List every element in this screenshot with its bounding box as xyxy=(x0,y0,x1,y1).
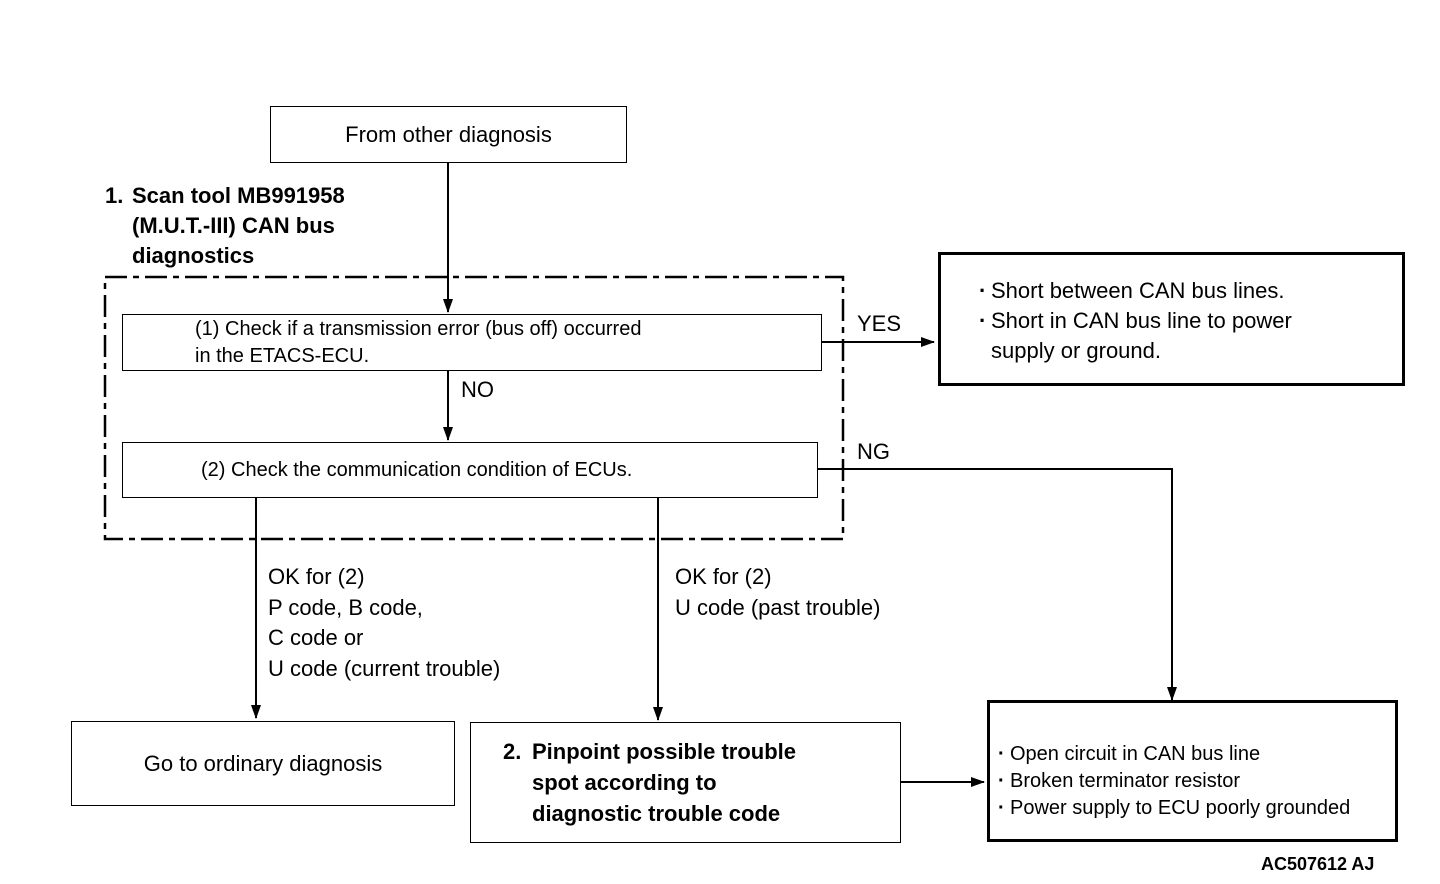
ok-mid-line: U code (past trouble) xyxy=(675,594,881,620)
ng-result-item: Power supply to ECU poorly grounded xyxy=(998,795,1395,822)
check1-line-1: (1) Check if a transmission error (bus o… xyxy=(195,317,642,340)
ok-mid-label: OK for (2) U code (past trouble) xyxy=(675,562,880,623)
yes-result-box: Short between CAN bus lines. Short in CA… xyxy=(938,252,1405,386)
arrow-ng xyxy=(818,468,1177,701)
ordinary-diagnosis-box: Go to ordinary diagnosis xyxy=(71,721,455,806)
yes-result-item: Short in CAN bus line to power xyxy=(979,306,1402,336)
step2-line-2: spot according to xyxy=(532,770,717,795)
check1-line-2: in the ETACS-ECU. xyxy=(195,344,370,367)
ng-result-box: Open circuit in CAN bus line Broken term… xyxy=(987,700,1398,842)
step1-line-3: diagnostics xyxy=(132,243,255,268)
step2-line-1: Pinpoint possible trouble xyxy=(532,739,796,764)
ok-left-line: C code or xyxy=(268,625,364,650)
ordinary-diagnosis-text: Go to ordinary diagnosis xyxy=(143,750,383,776)
yes-label: YES xyxy=(857,311,902,336)
ok-left-line: U code (current trouble) xyxy=(268,655,501,681)
step1-number: 1. xyxy=(105,183,124,208)
ok-left-line: OK for (2) xyxy=(268,564,365,589)
check2-text: (2) Check the communication condition of… xyxy=(201,459,633,481)
step1-line-1: Scan tool MB991958 xyxy=(132,183,345,208)
yes-result-item: Short between CAN bus lines. xyxy=(979,276,1402,306)
ok-left-label: OK for (2) P code, B code, C code or U c… xyxy=(268,562,500,684)
start-box: From other diagnosis xyxy=(270,106,627,163)
step2-line-3: diagnostic trouble code xyxy=(532,801,781,826)
ng-result-item: Broken terminator resistor xyxy=(998,768,1395,795)
step1-line-2: (M.U.T.-III) CAN bus xyxy=(132,213,335,238)
step1-dashed-group xyxy=(103,275,845,541)
step2-box: 2. Pinpoint possible trouble spot accord… xyxy=(470,722,901,843)
start-box-text: From other diagnosis xyxy=(345,121,552,147)
no-label: NO xyxy=(461,377,494,402)
check2-box: (2) Check the communication condition of… xyxy=(122,442,818,498)
figure-code: AC507612 AJ xyxy=(1261,854,1375,874)
yes-result-item-continued: supply or ground. xyxy=(991,338,1161,363)
ok-left-line: P code, B code, xyxy=(268,594,423,620)
ng-label: NG xyxy=(857,439,890,464)
ok-mid-line: OK for (2) xyxy=(675,564,772,589)
step2-number: 2. xyxy=(503,739,522,764)
check1-box: (1) Check if a transmission error (bus o… xyxy=(122,314,822,371)
ng-result-item: Open circuit in CAN bus line xyxy=(998,741,1395,768)
